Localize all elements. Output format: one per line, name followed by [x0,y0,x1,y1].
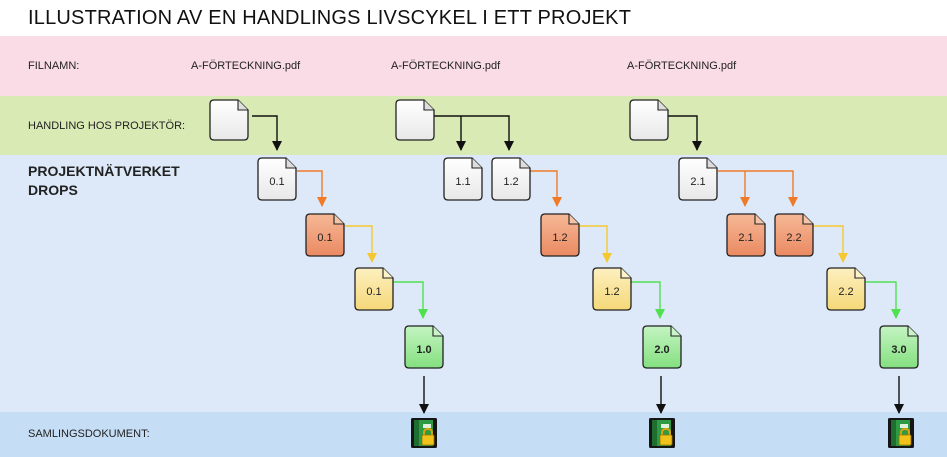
arrow-yellow [580,225,612,263]
version-label: 1.2 [604,286,619,298]
locked-binder-icon [411,418,437,448]
band-filnamn [0,36,947,96]
arrow-green [394,281,428,319]
locked-binder-icon [649,418,675,448]
version-label: 1.0 [416,344,431,356]
version-doc-green: 2.0 [642,325,682,369]
version-doc-orange: 1.2 [540,213,580,257]
version-label: 0.1 [269,176,284,188]
row-label-handling: HANDLING HOS PROJEKTÖR: [28,120,186,132]
version-label: 2.2 [838,286,853,298]
arrow-green [630,281,665,319]
arrow-orange [297,170,327,207]
arrow-yellow [813,225,848,263]
filename-2: A-FÖRTECKNING.pdf [391,60,501,72]
handling-doc-1 [209,99,249,141]
arrow-green [866,281,901,319]
arrow-yellow [345,225,377,263]
arrow-black [434,115,514,151]
version-doc-orange: 2.1 [726,213,766,257]
row-label-filnamn: FILNAMN: [28,60,80,72]
version-label: 1.2 [552,232,567,244]
arrow-orange [718,170,798,207]
filename-3: A-FÖRTECKNING.pdf [627,60,737,72]
row-label-drops-line2: DROPS [28,182,78,198]
locked-binder-icon [888,418,914,448]
version-doc-white: 1.2 [491,157,531,201]
version-label: 1.1 [455,176,470,188]
version-label: 2.1 [690,176,705,188]
version-label: 0.1 [317,232,332,244]
version-doc-green: 3.0 [879,325,919,369]
version-doc-white: 1.1 [443,157,483,201]
version-label: 3.0 [891,344,906,356]
handling-doc-2 [395,99,435,141]
arrows-column-2 [434,115,666,414]
band-handling [0,96,947,155]
version-label: 2.0 [654,344,669,356]
version-doc-yellow: 0.1 [354,267,394,311]
version-doc-green: 1.0 [404,325,444,369]
filename-1: A-FÖRTECKNING.pdf [191,60,301,72]
arrow-orange [530,170,562,207]
row-label-drops: PROJEKTNÄTVERKET DROPS [28,162,180,200]
row-label-drops-line1: PROJEKTNÄTVERKET [28,163,180,179]
version-doc-orange: 0.1 [305,213,345,257]
version-doc-white: 2.1 [678,157,718,201]
row-label-samling: SAMLINGSDOKUMENT: [28,428,150,440]
arrows-column-3 [668,115,904,414]
band-samling [0,412,947,457]
version-label: 2.2 [786,232,801,244]
version-label: 2.1 [738,232,753,244]
version-doc-white: 0.1 [257,157,297,201]
page-title: ILLUSTRATION AV EN HANDLINGS LIVSCYKEL I… [28,7,632,29]
arrow-black [252,115,282,151]
arrow-black [668,115,702,151]
version-label: 0.1 [366,286,381,298]
version-doc-yellow: 2.2 [826,267,866,311]
version-doc-orange: 2.2 [774,213,814,257]
version-doc-yellow: 1.2 [592,267,632,311]
arrows-column-1 [252,115,429,414]
handling-doc-3 [629,99,669,141]
version-label: 1.2 [503,176,518,188]
